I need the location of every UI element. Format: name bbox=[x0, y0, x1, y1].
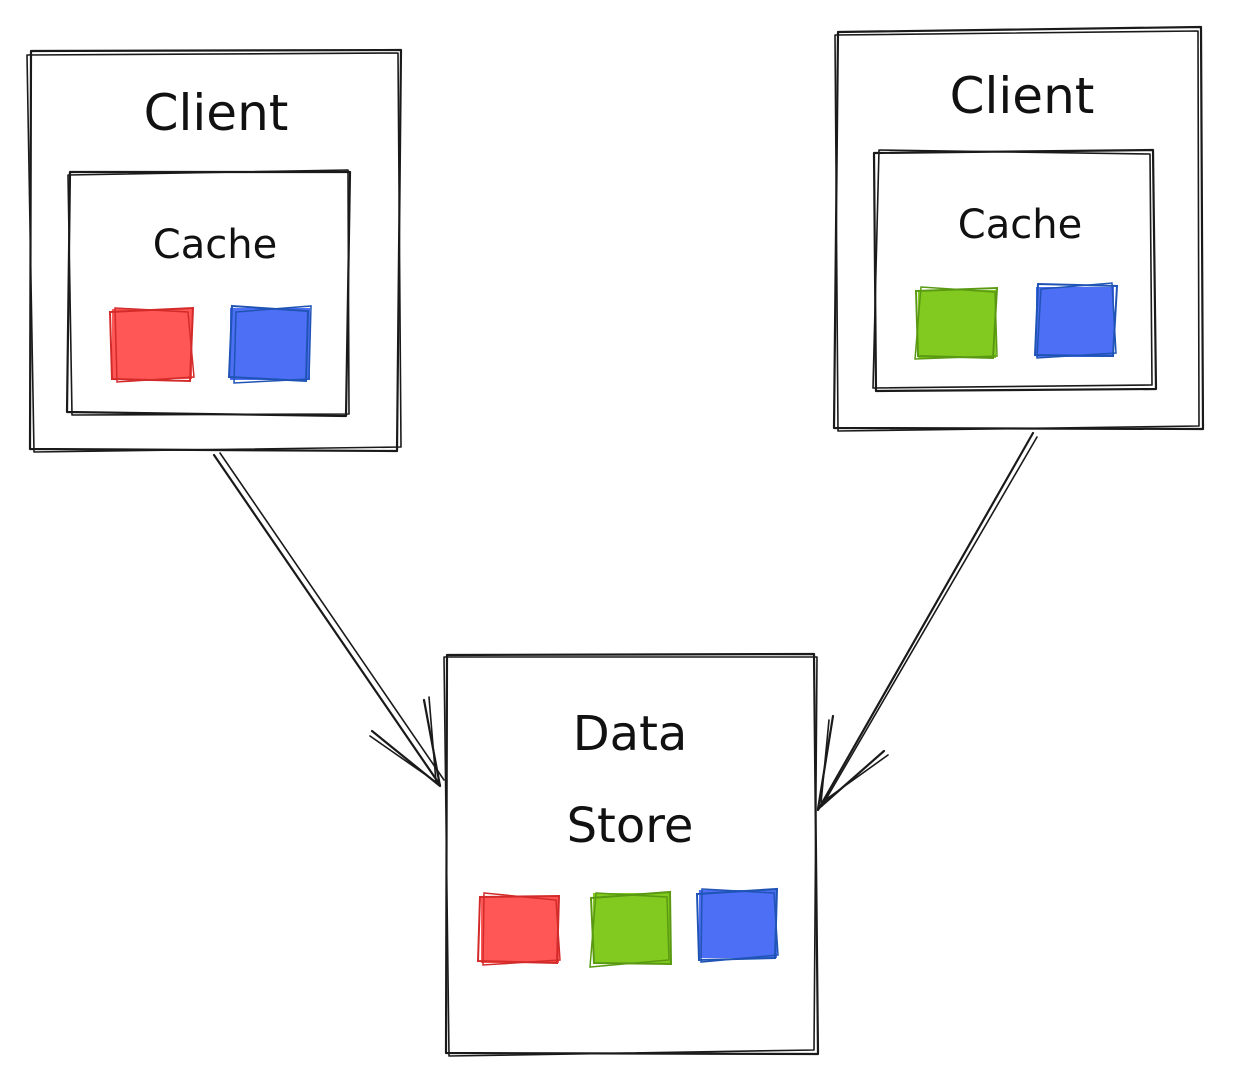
cache-item-blue bbox=[227, 304, 312, 384]
cache-label-right: Cache bbox=[958, 202, 1082, 248]
store-item-green bbox=[589, 890, 673, 968]
cache-box-left: Cache bbox=[65, 169, 352, 418]
cache-box-right: Cache bbox=[872, 148, 1158, 393]
store-item-red bbox=[476, 892, 561, 966]
client-title-right: Client bbox=[950, 67, 1095, 125]
cache-item-blue bbox=[1033, 282, 1119, 359]
client-box-right: Client Cache bbox=[832, 25, 1205, 432]
client-title-left: Client bbox=[144, 84, 289, 142]
cache-item-red bbox=[108, 306, 195, 383]
data-store-title-line1: Data bbox=[573, 706, 688, 762]
data-store-box: Data Store bbox=[443, 652, 820, 1057]
client-box-left: Client Cache bbox=[26, 48, 403, 453]
cache-label-left: Cache bbox=[153, 222, 277, 268]
data-store-title-line2: Store bbox=[567, 798, 694, 854]
arrow-client-right-to-store bbox=[816, 431, 1038, 812]
cache-item-green bbox=[914, 286, 999, 360]
arrow-client-left-to-store bbox=[212, 452, 445, 788]
store-item-blue bbox=[695, 887, 779, 963]
